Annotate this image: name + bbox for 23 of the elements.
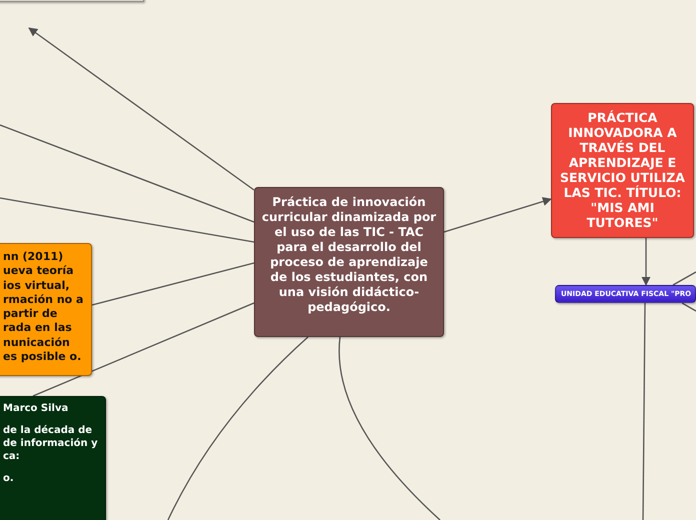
body-text: Práctica de innovación curricular dinamizada por el uso de las TIC - TAC para el desarrollo del proceso de aprendizaje de los estudiantes, con una visión didáctico-pedagógico.	[261, 195, 437, 315]
arrow	[641, 238, 651, 286]
body-text: o.	[3, 472, 15, 485]
connector-line	[32, 302, 254, 397]
connector-line	[167, 336, 308, 520]
connector-line	[642, 303, 646, 520]
arrow	[444, 197, 552, 233]
arrow	[28, 27, 254, 191]
heading-text: Marco Silva	[3, 402, 70, 415]
body-text: nn (2011) ueva teoría ios virtual, rmación no a partir de rada en las nunicación es posible o.	[3, 250, 84, 364]
topic-box	[551, 103, 694, 238]
note-box	[0, 396, 106, 520]
connector-line	[672, 271, 696, 286]
topic-bar	[555, 285, 696, 303]
topic-box	[254, 187, 444, 337]
body-text: de la década de de información y ca:	[3, 424, 99, 463]
connector-line	[682, 302, 696, 312]
connector-line	[92, 262, 254, 306]
connector-line	[0, 197, 254, 243]
note-box	[0, 243, 92, 376]
body-text: PRÁCTICA INNOVADORA A TRAVÉS DEL APRENDIZAJE E SERVICIO UTILIZA LAS TIC. TÍTULO: "MIS AMI TUTORES"	[559, 110, 686, 230]
connector-line	[0, 124, 254, 223]
connector-line	[338, 336, 440, 520]
